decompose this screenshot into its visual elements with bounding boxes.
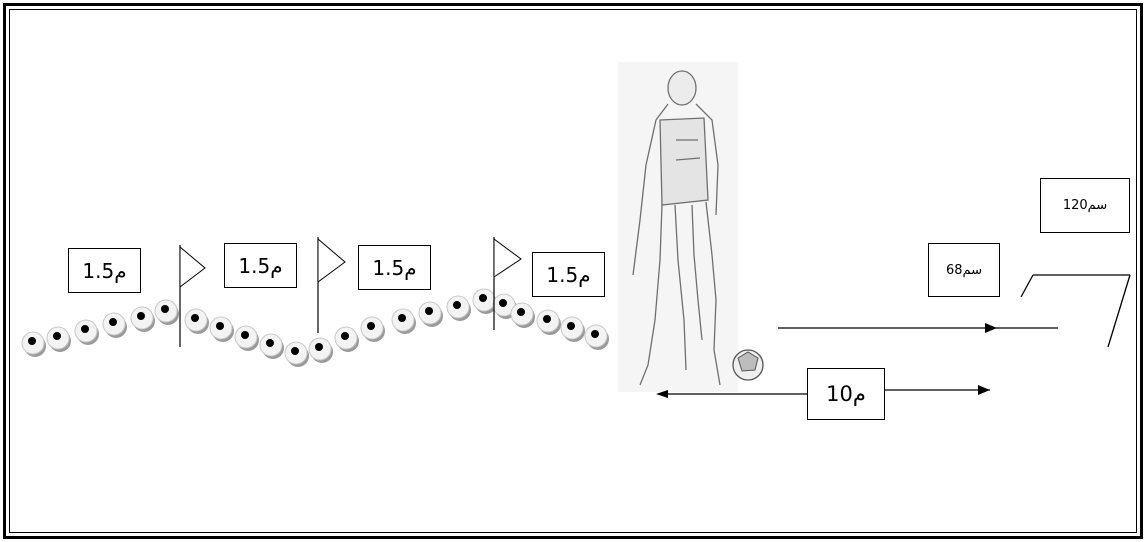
cone-marker bbox=[154, 299, 179, 325]
cone-marker bbox=[446, 295, 471, 321]
inner-frame bbox=[9, 9, 1137, 533]
cone-marker bbox=[560, 316, 585, 342]
cone-marker bbox=[74, 319, 99, 345]
cone-marker bbox=[536, 309, 561, 335]
cone-marker bbox=[284, 341, 309, 367]
flag-2 bbox=[317, 237, 346, 333]
run-distance-label: 10م bbox=[807, 368, 885, 420]
low-height-label: 68سم bbox=[928, 243, 1000, 297]
cone-marker bbox=[360, 316, 385, 342]
player-illustration bbox=[618, 62, 738, 392]
cone-marker bbox=[308, 337, 333, 363]
cone-marker bbox=[209, 316, 234, 342]
cone-marker bbox=[391, 308, 416, 334]
cone-marker bbox=[21, 331, 46, 357]
cone-marker bbox=[418, 301, 443, 327]
cone-gap-label-4: 1.5م bbox=[532, 252, 605, 297]
cone-line bbox=[21, 288, 609, 367]
cone-marker bbox=[472, 288, 497, 314]
outer-frame bbox=[3, 3, 1143, 539]
cone-marker bbox=[46, 326, 71, 352]
cone-marker bbox=[102, 312, 127, 338]
flag-1 bbox=[179, 245, 206, 347]
cone-gap-label-2: 1.5م bbox=[224, 243, 297, 288]
ball-icon bbox=[732, 349, 764, 381]
high-height-label: 120سم bbox=[1040, 178, 1130, 233]
cone-marker bbox=[234, 325, 259, 351]
cone-marker bbox=[259, 333, 284, 359]
cone-marker bbox=[184, 308, 209, 334]
hurdle-frame bbox=[1020, 274, 1131, 348]
cone-marker bbox=[584, 324, 609, 350]
cone-gap-label-1: 1.5م bbox=[68, 248, 141, 293]
upper-arrow bbox=[778, 323, 1058, 333]
flag-3 bbox=[493, 237, 522, 330]
cone-marker bbox=[510, 302, 535, 328]
cone-marker bbox=[130, 306, 155, 332]
cone-marker bbox=[334, 326, 359, 352]
cone-gap-label-3: 1.5م bbox=[358, 245, 431, 290]
distance-arrow bbox=[656, 385, 990, 398]
